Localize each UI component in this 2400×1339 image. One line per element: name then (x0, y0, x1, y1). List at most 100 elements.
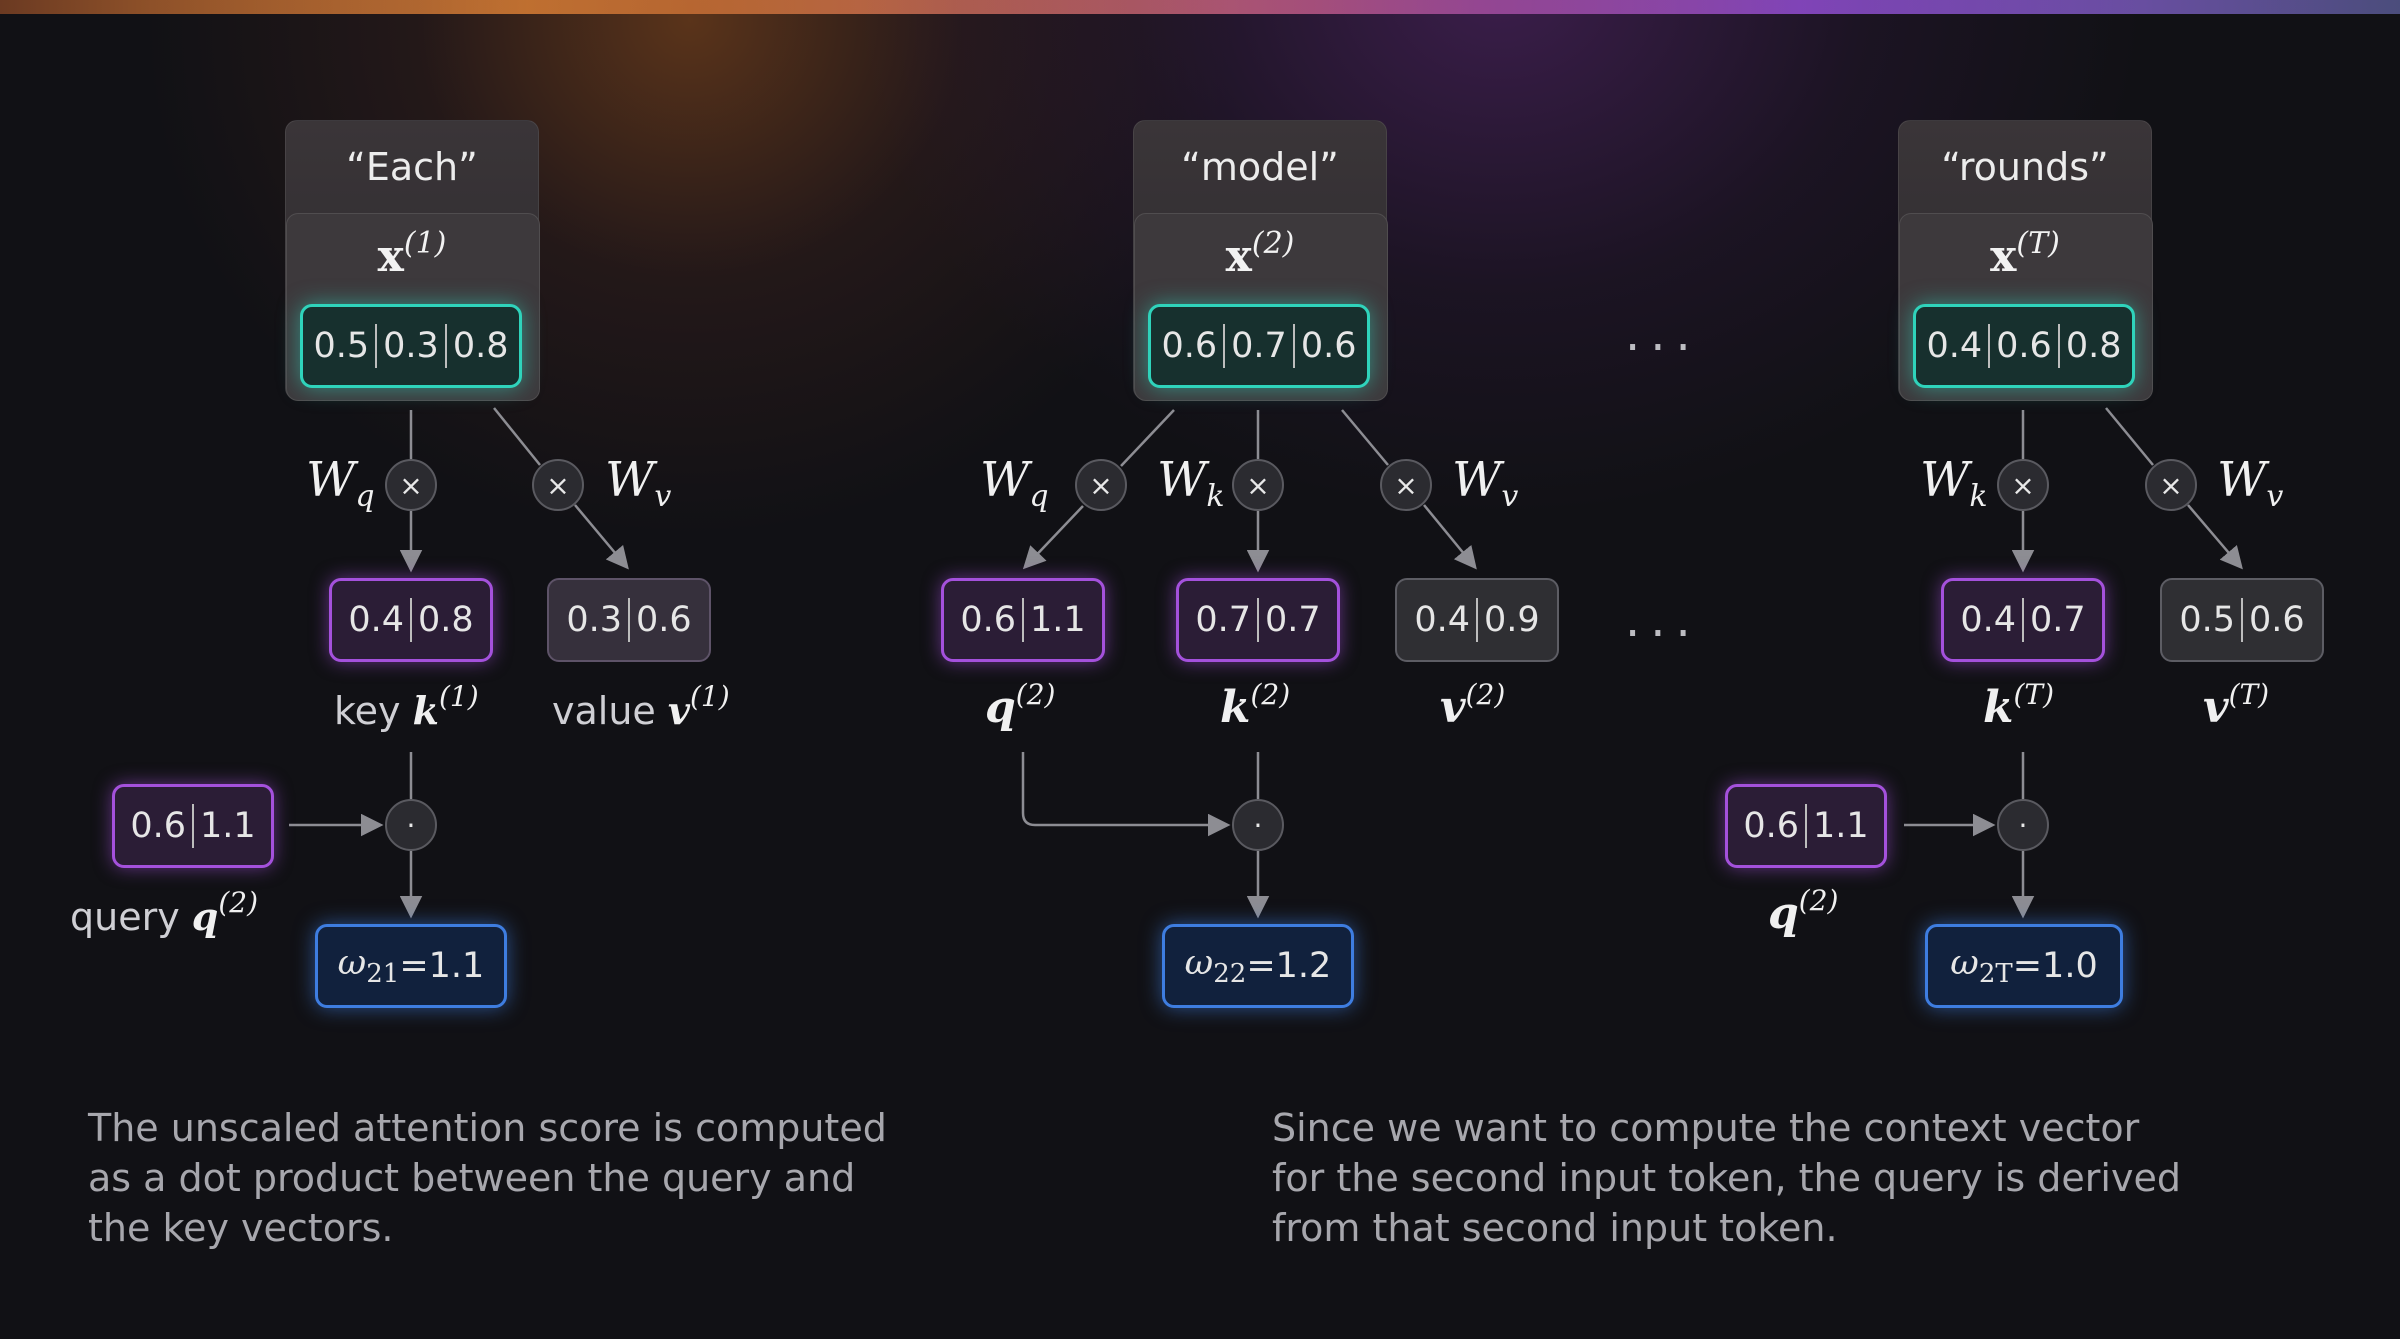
weight-symbol: W (306, 452, 356, 508)
value-label-t: v(T) (2203, 678, 2269, 733)
weight-subscript: v (2266, 479, 2284, 514)
multiply-operator: × (1232, 459, 1284, 511)
value-vector-2: 0.4 0.9 (1395, 578, 1559, 662)
vector-separator (2241, 598, 2243, 642)
vector-separator (1292, 324, 1295, 368)
weight-subscript: q (355, 479, 375, 514)
weight-label-wk: Wk (1157, 452, 1225, 514)
symbol-letter: q (1768, 888, 1799, 939)
symbol-sup: (2) (1015, 678, 1056, 711)
dot-product-operator: · (1997, 799, 2049, 851)
query-label-3: q(2) (1768, 884, 1838, 939)
ellipsis-top: ... (1625, 306, 1701, 362)
arrow-q2-to-dot (1021, 752, 1231, 837)
vector-separator (1257, 598, 1259, 642)
arrow-wv-to-vt (2187, 504, 2243, 570)
symbol-letter: v (1440, 682, 1466, 733)
omega-symbol: ω2T (1950, 943, 2012, 989)
caption-left: The unscaled attention score is computed… (88, 1103, 908, 1253)
vector-value: 0.4 (1960, 600, 2016, 640)
label-text: key (334, 689, 401, 733)
vector-separator (410, 598, 412, 642)
vector-value: 0.5 (313, 326, 370, 366)
omega-symbol: ω22 (1185, 943, 1247, 989)
vector-separator (2022, 598, 2024, 642)
key-vector-t: 0.4 0.7 (1941, 578, 2105, 662)
vector-separator (628, 598, 630, 642)
ellipsis-middle: ... (1625, 592, 1701, 648)
token-word: “model” (1181, 145, 1339, 189)
vector-value: 0.3 (566, 600, 622, 640)
multiply-operator: × (1075, 459, 1127, 511)
weight-subscript: q (1029, 479, 1049, 514)
weight-label-wv: Wv (1452, 452, 1518, 514)
query-label-1: query q(2) (70, 886, 258, 939)
symbol-letter: k (1220, 682, 1251, 733)
token-x-sup: (2) (1251, 226, 1295, 261)
symbol-letter: v (2203, 682, 2229, 733)
caption-right: Since we want to compute the context vec… (1272, 1103, 2232, 1253)
symbol-letter: k (412, 688, 439, 733)
token-x-sup: (T) (2016, 226, 2060, 261)
vector-value: 0.4 (1414, 600, 1470, 640)
weight-label-wv: Wv (2217, 452, 2283, 514)
vector-value: 0.6 (130, 806, 186, 846)
weight-subscript: k (1206, 479, 1225, 514)
attention-score-21: ω21=1.1 (315, 924, 507, 1008)
vector-value: 1.1 (1030, 600, 1086, 640)
arrow-wv-to-value1 (574, 504, 629, 570)
arrow-x1-to-wv (493, 407, 541, 466)
key-symbol: k(1) (412, 680, 479, 733)
symbol-sup: (T) (2013, 678, 2055, 711)
symbol-letter: v (667, 688, 690, 733)
query-symbol: q(2) (985, 678, 1055, 733)
omega-letter: ω (1184, 943, 1214, 983)
vector-separator (1805, 804, 1807, 848)
arrow-x2-to-wv (1341, 409, 1389, 466)
caption-line: the key vectors. (88, 1206, 394, 1250)
caption-line: for the second input token, the query is… (1272, 1156, 2181, 1200)
dot-product-operator: · (1232, 799, 1284, 851)
symbol-sup: (2) (218, 886, 259, 919)
attention-score-2t: ω2T=1.0 (1925, 924, 2123, 1008)
weight-symbol: W (980, 452, 1030, 508)
vector-separator (1476, 598, 1478, 642)
symbol-sup: (1) (689, 680, 730, 713)
vector-value: 0.6 (960, 600, 1016, 640)
caption-line: as a dot product between the query and (88, 1156, 856, 1200)
vector-value: 0.7 (2030, 600, 2086, 640)
arrow-wq-to-q2 (1022, 505, 1084, 570)
key-label-t: k(T) (1983, 678, 2054, 733)
symbol-sup: (2) (1250, 678, 1291, 711)
vector-value: 0.9 (1484, 600, 1540, 640)
weight-symbol: W (2217, 452, 2267, 508)
omega-letter: ω (1950, 943, 1979, 983)
omega-subscript: 22 (1213, 959, 1247, 989)
arrow-x2-to-wq (1120, 409, 1175, 467)
vector-value: 0.4 (348, 600, 404, 640)
vector-separator (1988, 324, 1991, 368)
key-label-2: k(2) (1220, 678, 1290, 733)
token-x-sup: (1) (403, 226, 447, 261)
omega-letter: ω (337, 943, 367, 983)
vector-value: 0.6 (1300, 326, 1357, 366)
omega-subscript: 21 (366, 959, 400, 989)
vector-value: 0.3 (383, 326, 439, 366)
weight-subscript: v (1501, 479, 1519, 514)
weight-symbol: W (1452, 452, 1502, 508)
vector-separator (444, 324, 447, 368)
token-x-label: x(1) (377, 226, 447, 282)
vector-separator (2057, 324, 2060, 368)
token-x-label: x(T) (1990, 226, 2060, 282)
vector-separator (375, 324, 378, 368)
vector-separator (1223, 324, 1226, 368)
symbol-letter: k (1983, 682, 2014, 733)
weight-symbol: W (605, 452, 655, 508)
vector-value: 0.7 (1265, 600, 1321, 640)
